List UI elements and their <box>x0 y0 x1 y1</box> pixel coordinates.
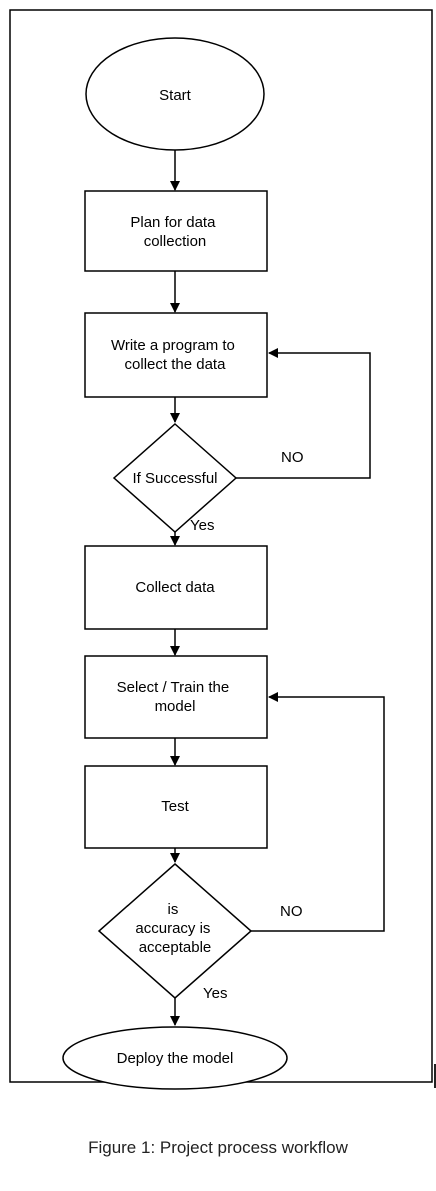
deploy-label: Deploy the model <box>117 1050 234 1067</box>
train-model-label-line-1: Select / Train the <box>117 679 230 696</box>
test-label: Test <box>161 798 189 815</box>
test-node <box>84 765 268 849</box>
edge-decision1-no <box>236 348 371 479</box>
yes-label-2: Yes <box>203 985 227 1002</box>
plan-label-line-1: Plan for data <box>130 214 216 231</box>
plan-label: Plan for data collection <box>130 214 219 250</box>
decision-accuracy-label-line-2: accuracy is <box>135 920 210 937</box>
write-program-label-line-2: collect the data <box>125 356 227 373</box>
decision-accuracy-label: is accuracy is acceptable <box>135 901 214 956</box>
text-cursor-mark <box>434 1064 436 1088</box>
yes-label-1: Yes <box>190 517 214 534</box>
plan-label-line-2: collection <box>144 233 207 250</box>
train-model-label-line-2: model <box>155 698 196 715</box>
no-label-2: NO <box>280 903 303 920</box>
collect-data-label: Collect data <box>135 579 215 596</box>
train-model-node <box>84 655 268 739</box>
no-label-1: NO <box>281 449 304 466</box>
collect-data-node <box>84 545 268 630</box>
write-program-label-line-1: Write a program to <box>111 337 235 354</box>
plan-node <box>84 190 268 272</box>
write-program-node <box>84 312 268 398</box>
edge-decision2-no <box>251 692 385 932</box>
start-label: Start <box>159 87 192 104</box>
deploy-node <box>62 1026 288 1090</box>
decision-accuracy-label-line-3: acceptable <box>139 939 212 956</box>
figure-caption: Figure 1: Project process workflow <box>88 1138 348 1157</box>
train-model-label: Select / Train the model <box>117 679 234 715</box>
write-program-label: Write a program to collect the data <box>111 337 239 373</box>
decision-accuracy-label-line-1: is <box>167 901 178 918</box>
decision-successful-label: If Successful <box>132 470 217 487</box>
